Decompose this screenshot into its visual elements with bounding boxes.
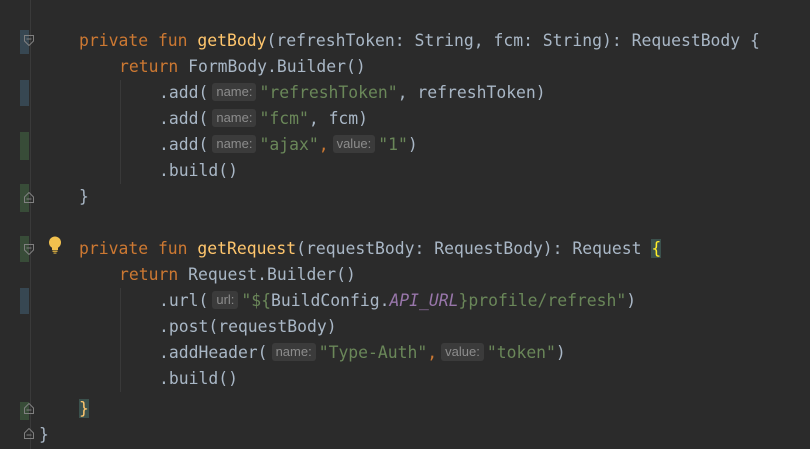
- code-line-build[interactable]: .build(): [159, 366, 238, 392]
- fold-end-icon[interactable]: [24, 403, 34, 414]
- string-literal: "ajax": [259, 135, 319, 154]
- code-line-return-formbody[interactable]: return FormBody.Builder(): [119, 54, 366, 80]
- call-close: ): [555, 343, 566, 362]
- function-params: (requestBody: RequestBody): Request: [296, 239, 652, 258]
- code-line-return-request[interactable]: return Request.Builder(): [119, 262, 356, 288]
- parameter-hint-name[interactable]: name:: [212, 135, 257, 153]
- call-args: , refreshToken): [397, 83, 546, 102]
- method-call: .build(): [159, 161, 238, 180]
- matched-brace-open: {: [651, 239, 662, 258]
- code-line-close-brace[interactable]: }: [79, 396, 89, 422]
- call-close: ): [407, 135, 418, 154]
- vcs-change-marker[interactable]: [20, 288, 29, 314]
- string-literal: "fcm": [259, 109, 309, 128]
- method-call: .url(: [159, 291, 209, 310]
- parameter-hint-value[interactable]: value:: [441, 343, 484, 361]
- builder-call: Request.Builder(): [188, 265, 356, 284]
- vcs-added-marker[interactable]: [20, 132, 29, 160]
- keyword-private-fun: private fun: [79, 31, 198, 50]
- indent-guide: [120, 80, 121, 184]
- code-line-add-ajax[interactable]: .add(name:"ajax",value:"1"): [159, 132, 418, 158]
- keyword-private-fun: private fun: [79, 239, 198, 258]
- closing-brace: }: [79, 187, 89, 206]
- fold-end-icon[interactable]: [24, 428, 34, 439]
- code-line-add-fcm[interactable]: .add(name:"fcm", fcm): [159, 106, 368, 132]
- method-call: .add(: [159, 135, 209, 154]
- function-params: (refreshToken: String, fcm: String): Req…: [266, 31, 760, 50]
- vcs-change-marker[interactable]: [20, 80, 29, 106]
- code-line-add-refreshtoken[interactable]: .add(name:"refreshToken", refreshToken): [159, 80, 546, 106]
- string-template-open: "${: [241, 291, 272, 310]
- closing-brace: }: [39, 425, 49, 444]
- keyword-return: return: [119, 57, 189, 76]
- gutter-divider: [30, 0, 31, 449]
- code-line-build[interactable]: .build(): [159, 158, 238, 184]
- builder-call: FormBody.Builder(): [188, 57, 366, 76]
- string-literal: "1": [378, 135, 408, 154]
- vcs-change-marker[interactable]: [20, 30, 29, 54]
- method-call: .build(): [159, 369, 238, 388]
- comma: ,: [318, 135, 329, 154]
- parameter-hint-url[interactable]: url:: [212, 291, 239, 309]
- method-call: .addHeader(: [159, 343, 268, 362]
- method-call: .post(requestBody): [159, 317, 337, 336]
- code-line-url[interactable]: .url(url:"${BuildConfig.API_URL}profile/…: [159, 288, 636, 314]
- indent-guide: [120, 288, 121, 392]
- code-line-class-close-brace[interactable]: }: [39, 422, 49, 448]
- code-line-close-brace[interactable]: }: [79, 184, 89, 210]
- method-call: .add(: [159, 109, 209, 128]
- editor-gutter[interactable]: [0, 0, 40, 449]
- parameter-hint-name[interactable]: name:: [212, 83, 257, 101]
- fold-collapse-icon[interactable]: [24, 244, 34, 255]
- fold-collapse-icon[interactable]: [24, 35, 34, 46]
- string-template-close: }profile/refresh": [458, 291, 627, 310]
- api-url-constant: API_URL: [389, 291, 459, 310]
- buildconfig-ref: BuildConfig.: [271, 291, 390, 310]
- code-line-getbody-signature[interactable]: private fun getBody(refreshToken: String…: [79, 28, 760, 54]
- string-literal: "refreshToken": [259, 83, 398, 102]
- parameter-hint-value[interactable]: value:: [332, 135, 376, 153]
- lightbulb-icon[interactable]: [47, 236, 63, 254]
- function-name-getrequest: getRequest: [197, 239, 297, 258]
- string-literal: "Type-Auth": [318, 343, 428, 362]
- string-literal: "token": [486, 343, 556, 362]
- matched-brace-close: }: [79, 399, 89, 418]
- parameter-hint-name[interactable]: name:: [271, 343, 316, 361]
- code-line-post[interactable]: .post(requestBody): [159, 314, 337, 340]
- comma: ,: [427, 343, 438, 362]
- code-line-getrequest-signature[interactable]: private fun getRequest(requestBody: Requ…: [79, 236, 662, 262]
- parameter-hint-name[interactable]: name:: [212, 109, 257, 127]
- call-close: ): [626, 291, 637, 310]
- call-args: , fcm): [308, 109, 369, 128]
- code-line-addheader[interactable]: .addHeader(name:"Type-Auth",value:"token…: [159, 340, 566, 366]
- keyword-return: return: [119, 265, 189, 284]
- fold-end-icon[interactable]: [24, 192, 34, 203]
- method-call: .add(: [159, 83, 209, 102]
- function-name-getbody: getBody: [197, 31, 267, 50]
